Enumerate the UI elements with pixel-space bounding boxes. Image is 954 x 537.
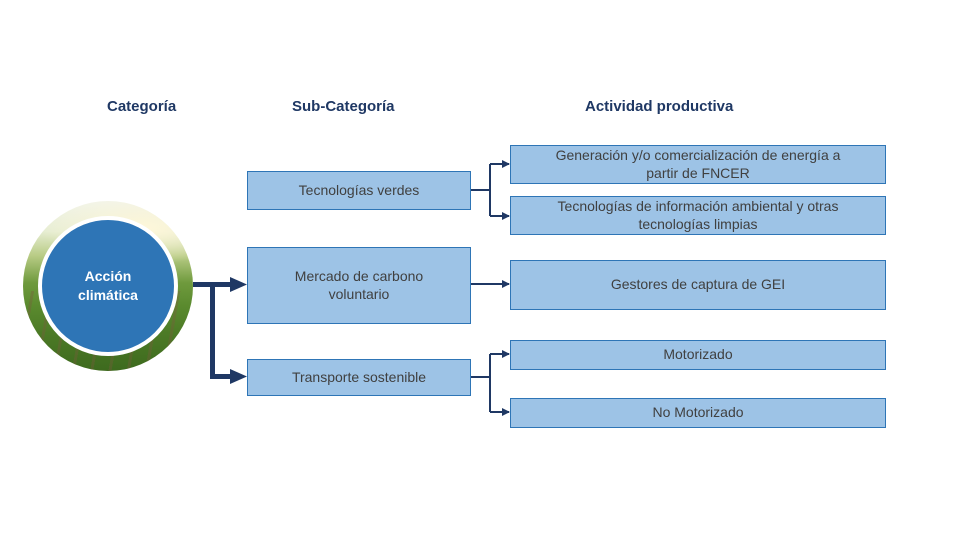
category-label-line2: climática [78,287,138,303]
subcategory-label: Transporte sostenible [291,368,427,385]
category-label-line1: Acción [84,268,132,285]
arrowhead-to-transporte [230,369,247,384]
subcategory-connectors [470,160,510,416]
subcategory-label-line1: Mercado de carbono [294,268,424,284]
activity-label: No Motorizado [652,404,744,421]
header-subcategory: Sub-Categoría [292,98,395,115]
subcategory-label: Tecnologías verdes [298,181,420,198]
category-node: Acción climática [38,216,178,356]
arrowhead-to-mercado [230,277,247,292]
subcategory-mercado-carbono: Mercado de carbono voluntario [247,247,471,324]
activity-label-line1: Generación y/o comercialización de energ… [555,147,841,163]
activity-label: Motorizado [663,346,733,363]
activity-no-motorizado: No Motorizado [510,398,886,428]
header-activity: Actividad productiva [585,98,734,115]
category-connectors [193,277,247,384]
activity-motorizado: Motorizado [510,340,886,370]
activity-generacion-energia: Generación y/o comercialización de energ… [510,145,886,184]
subcategory-label-line2: voluntario [328,285,390,302]
activity-label-line2: tecnologías limpias [638,215,758,232]
header-category: Categoría [107,98,177,115]
activity-label: Gestores de captura de GEI [610,276,786,293]
subcategory-tecnologias-verdes: Tecnologías verdes [247,171,471,210]
subcategory-transporte-sostenible: Transporte sostenible [247,359,471,396]
activity-label-line1: Tecnologías de información ambiental y o… [557,198,839,214]
activity-label-line2: partir de FNCER [646,164,750,181]
activity-gestores-captura: Gestores de captura de GEI [510,260,886,310]
activity-tecnologias-informacion: Tecnologías de información ambiental y o… [510,196,886,235]
